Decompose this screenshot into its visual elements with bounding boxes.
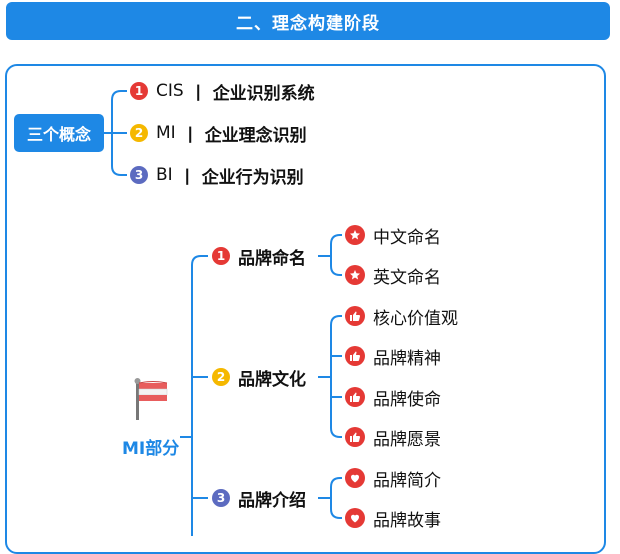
star-icon <box>345 265 365 285</box>
branch-brand-naming: 1 品牌命名 <box>212 243 306 269</box>
thumbs-up-icon <box>345 346 365 366</box>
thumbs-up-icon <box>345 306 365 326</box>
leaf-item: 品牌简介 <box>345 465 441 491</box>
mi-section-label: MI部分 <box>122 439 180 459</box>
connector-lines <box>104 90 342 536</box>
number-badge: 3 <box>212 489 230 507</box>
concept-item-bi: 3 BI 丨 企业行为识别 <box>130 162 304 188</box>
leaf-item: 中文命名 <box>345 222 441 248</box>
leaf-item: 英文命名 <box>345 262 441 288</box>
number-badge: 1 <box>130 82 148 100</box>
flag-icon <box>134 378 168 420</box>
section-title: 二、理念构建阶段 <box>236 13 380 34</box>
number-badge: 2 <box>212 368 230 386</box>
heart-icon <box>345 468 365 488</box>
number-badge: 3 <box>130 166 148 184</box>
leaf-item: 品牌故事 <box>345 505 441 531</box>
concept-item-cis: 1 CIS 丨 企业识别系统 <box>130 78 315 104</box>
leaf-item: 品牌愿景 <box>345 424 441 450</box>
thumbs-up-icon <box>345 427 365 447</box>
branch-brand-intro: 3 品牌介绍 <box>212 485 306 511</box>
three-concepts-box: 三个概念 <box>14 114 104 152</box>
section-header: 二、理念构建阶段 <box>6 2 610 40</box>
leaf-item: 核心价值观 <box>345 303 458 329</box>
star-icon <box>345 225 365 245</box>
number-badge: 2 <box>130 124 148 142</box>
leaf-item: 品牌精神 <box>345 343 441 369</box>
concept-item-mi: 2 MI 丨 企业理念识别 <box>130 120 307 146</box>
number-badge: 1 <box>212 247 230 265</box>
branch-brand-culture: 2 品牌文化 <box>212 364 306 390</box>
leaf-item: 品牌使命 <box>345 384 441 410</box>
heart-icon <box>345 508 365 528</box>
thumbs-up-icon <box>345 387 365 407</box>
